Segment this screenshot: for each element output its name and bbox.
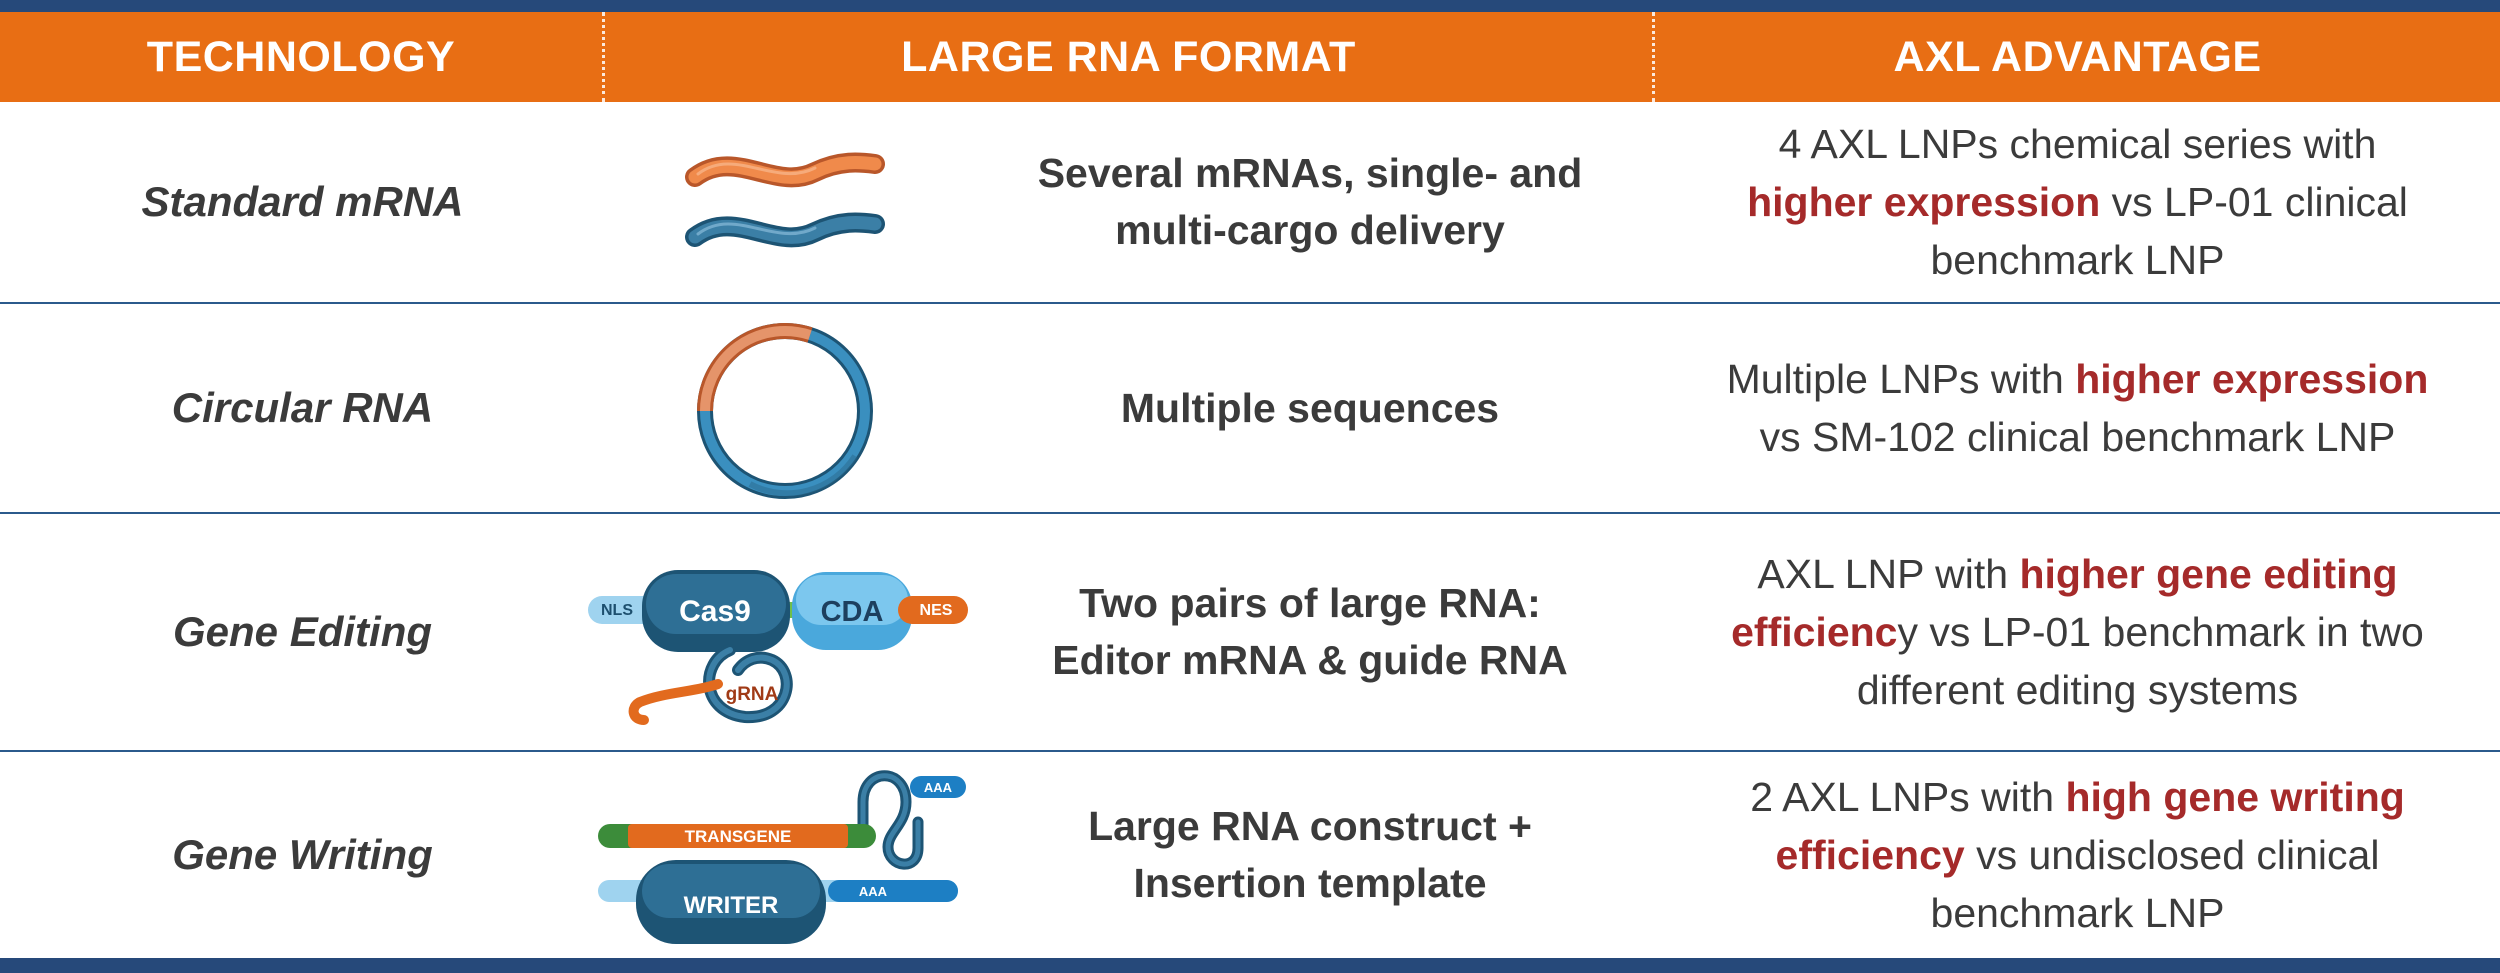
cda-label: CDA [821,596,884,628]
format-line: Two pairs of large RNA: [1079,580,1541,626]
table-row: Circular RNA Multiple sequences Multiple… [0,304,2500,512]
highlight-text: higher expression [2075,356,2429,402]
technology-cell: Gene Writing [172,831,433,878]
advantage-line: 2 AXL LNPs with high gene writing [1750,774,2405,820]
highlight-text: higher gene editing [2019,551,2398,597]
advantage-line: benchmark LNP [1930,890,2225,936]
format-line: Large RNA construct + [1088,803,1532,849]
format-line: multi-cargo delivery [1115,207,1505,253]
advantage-line: benchmark LNP [1930,237,2225,283]
mrna-strands-icon [685,152,885,248]
advantage-line: higher expression vs LP-01 clinical [1747,179,2408,225]
advantage-cell: AXL LNP with higher gene editing efficie… [1655,514,2500,750]
highlight-text: high gene writing [2065,774,2405,820]
format-cell: Two pairs of large RNA: Editor mRNA & gu… [965,514,1655,750]
header-technology: TECHNOLOGY [0,12,605,102]
cas9-label: Cas9 [679,595,751,628]
row-divider [0,512,2500,514]
advantage-line: Multiple LNPs with higher expression [1726,356,2429,402]
advantage-line: efficiency vs LP-01 benchmark in two [1731,609,2424,655]
format-line: Several mRNAs, single- and [1037,150,1583,196]
format-line: Insertion template [1133,860,1487,906]
advantage-line: 4 AXL LNPs chemical series with [1778,121,2377,167]
advantage-cell: Multiple LNPs with higher expression vs … [1655,304,2500,512]
aaa-label: AAA [859,884,888,899]
advantage-line: vs SM-102 clinical benchmark LNP [1759,414,2396,460]
advantage-cell: 4 AXL LNPs chemical series with higher e… [1655,102,2500,302]
table-header: TECHNOLOGY LARGE RNA FORMAT AXL ADVANTAG… [0,12,2500,102]
format-cell: Multiple sequences [965,304,1655,512]
format-line: Multiple sequences [1120,384,1500,431]
cas9-editor-icon: NLS Cas9 CDA NES gRNA [588,570,968,725]
technology-cell: Standard mRNA [141,178,464,225]
highlight-text: efficienc [1731,609,1898,655]
nls-label: NLS [601,602,633,619]
format-cell: Large RNA construct + Insertion template [965,752,1655,958]
table-row: Gene Writing AAA TRANSGENE AAA WRITER La… [0,752,2500,958]
technology-cell: Gene Editing [172,608,432,655]
advantage-line: AXL LNP with higher gene editing [1757,551,2398,597]
highlight-text: efficiency [1775,832,1965,878]
table-row: Standard mRNA Several mRNAs, single- and… [0,102,2500,302]
advantage-line: efficiency vs undisclosed clinical [1775,832,2380,878]
technology-cell: Circular RNA [171,384,434,431]
highlight-text: higher expression [1747,179,2101,225]
advantage-cell: 2 AXL LNPs with high gene writing effici… [1655,752,2500,958]
advantage-line: different editing systems [1856,667,2299,713]
aaa-label: AAA [924,780,953,795]
header-axl-advantage: AXL ADVANTAGE [1893,32,2262,81]
circular-rna-icon [697,323,873,499]
gene-writer-icon: AAA TRANSGENE AAA WRITER [598,770,966,944]
nes-label: NES [920,602,953,619]
top-border [0,0,2500,12]
transgene-label: TRANSGENE [685,827,792,846]
row-divider [0,750,2500,752]
grna-label: gRNA [726,684,779,705]
header-large-rna-format: LARGE RNA FORMAT [605,12,1655,102]
table-row: Gene Editing NLS Cas9 CDA NES gRNA [0,514,2500,750]
bottom-border [0,958,2500,973]
format-line: Editor mRNA & guide RNA [1052,637,1568,683]
writer-label: WRITER [684,892,779,919]
format-cell: Several mRNAs, single- and multi-cargo d… [965,102,1655,302]
row-divider [0,302,2500,304]
